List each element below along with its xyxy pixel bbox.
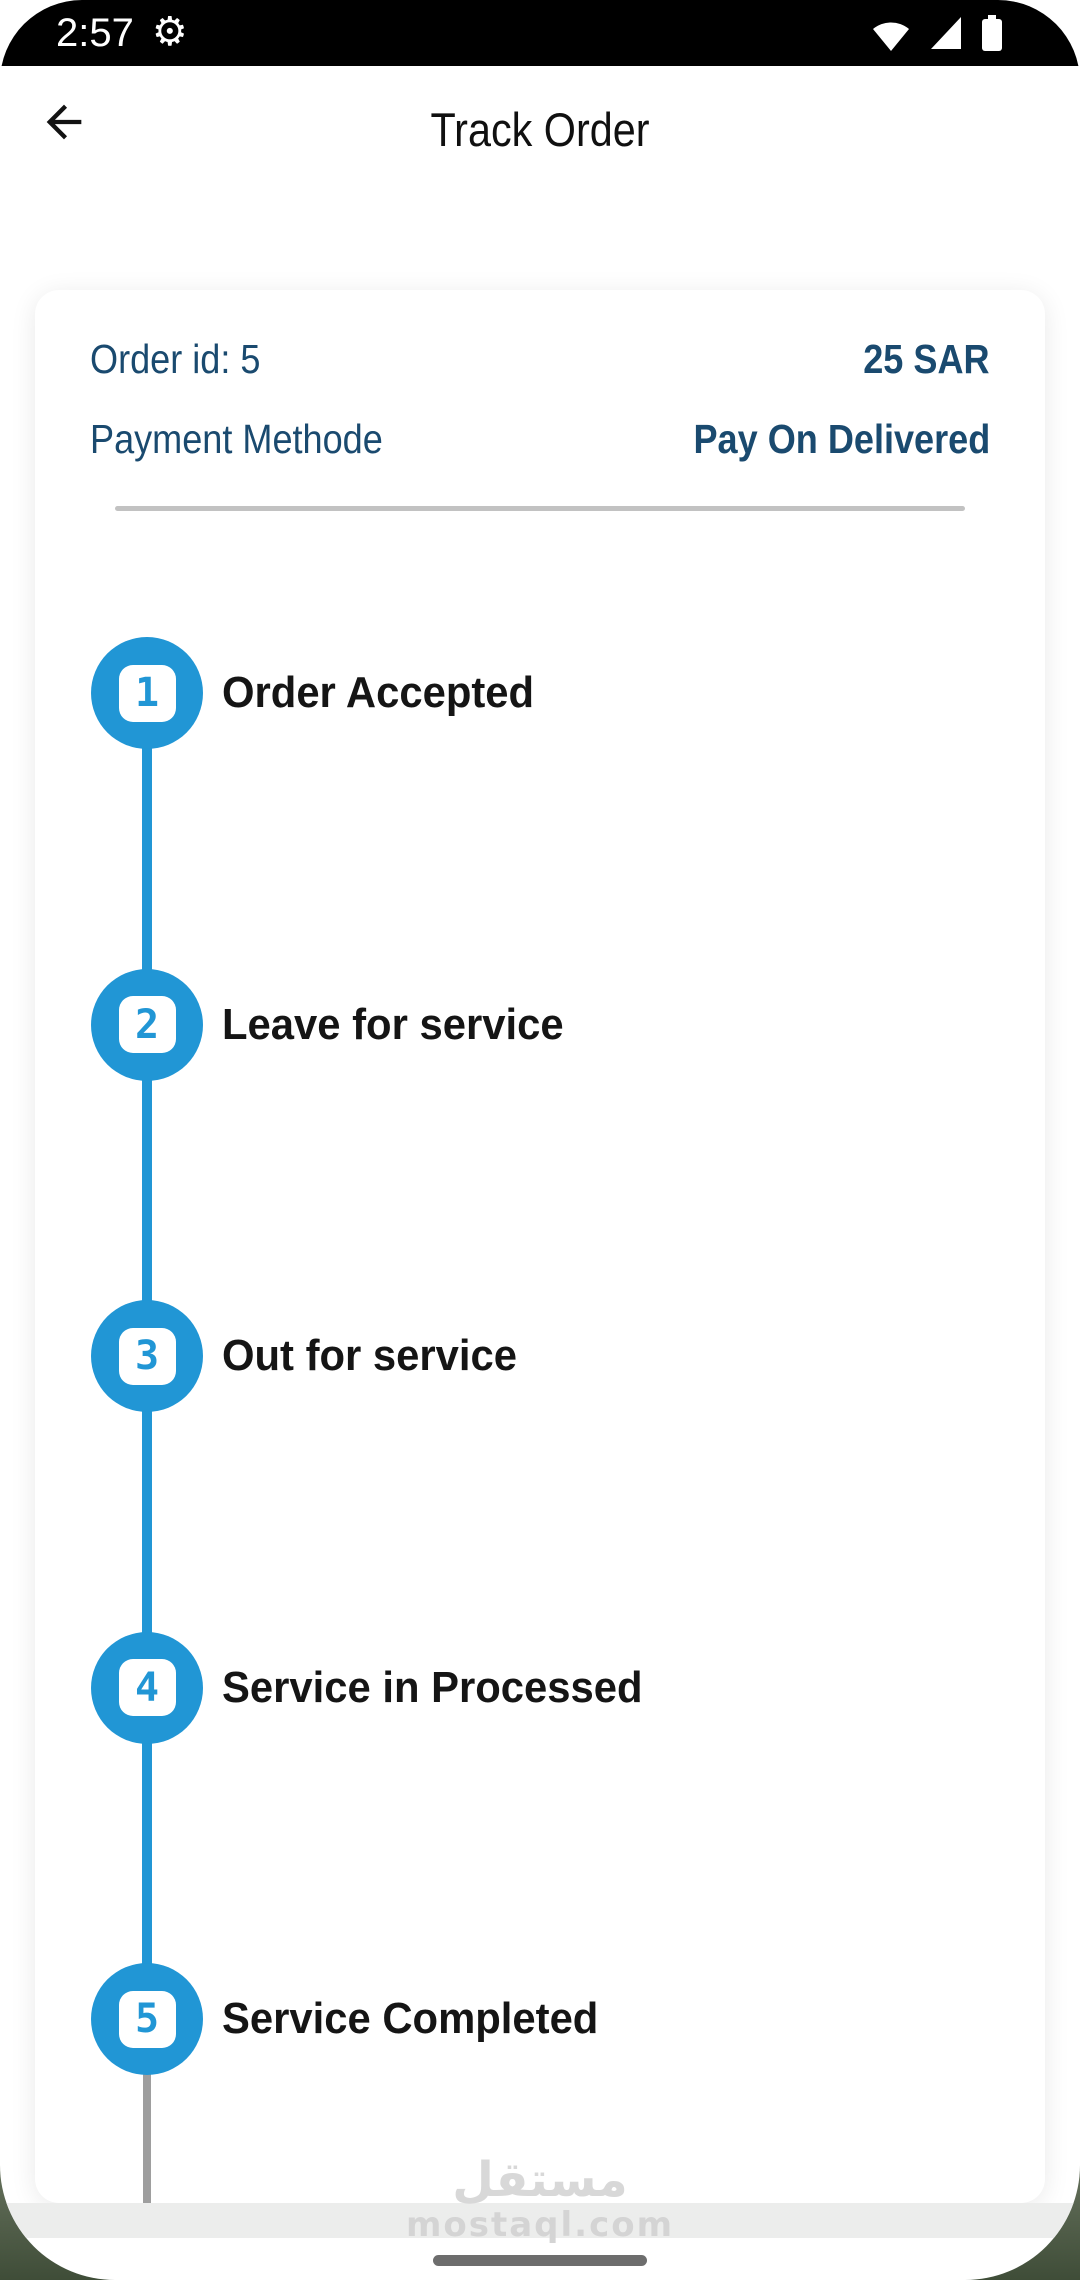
wifi-icon (870, 13, 912, 53)
step-number-badge: 1 (118, 664, 176, 722)
bottom-band (0, 2203, 1080, 2238)
card-divider (115, 506, 965, 511)
timeline-line-pending (143, 2019, 151, 2203)
step-label: Out for service (222, 1331, 518, 1380)
order-id-row: Order id: 5 25 SAR (90, 336, 990, 382)
step-label: Leave for service (222, 999, 564, 1049)
step-number: 2 (134, 1001, 160, 1048)
step-label: Service in Processed (222, 1662, 643, 1712)
timeline-step: 4 Service in Processed (35, 1631, 1045, 1744)
cellular-signal-icon (928, 13, 964, 53)
timeline-step: 1 Order Accepted (35, 637, 1045, 749)
order-id-label: Order id: 5 (90, 336, 261, 382)
step-circle: 2 (91, 968, 203, 1081)
timeline-step: 5 Service Completed (35, 1963, 1045, 2075)
status-icons (870, 13, 1004, 53)
home-indicator[interactable] (433, 2255, 647, 2266)
status-bar: 2:57 ⚙ (0, 0, 1080, 66)
order-summary: Order id: 5 25 SAR Payment Methode Pay O… (35, 290, 1045, 511)
arrow-left-icon (38, 104, 90, 151)
order-card: Order id: 5 25 SAR Payment Methode Pay O… (35, 290, 1045, 2203)
gear-icon: ⚙ (151, 9, 188, 55)
step-number-badge: 4 (118, 1659, 176, 1716)
payment-method-value: Pay On Delivered (693, 416, 990, 462)
status-time: 2:57 (56, 10, 134, 55)
step-number: 4 (134, 1664, 160, 1711)
back-button[interactable] (38, 96, 90, 148)
battery-icon (980, 13, 1004, 53)
step-circle: 4 (91, 1631, 203, 1744)
page-title: Track Order (430, 103, 650, 156)
order-timeline: 1 Order Accepted 2 Leave for service 3 O… (35, 290, 1045, 2203)
timeline-step: 2 Leave for service (35, 968, 1045, 1081)
timeline-step: 3 Out for service (35, 1300, 1045, 1412)
step-label: Service Completed (222, 1994, 599, 2043)
step-number: 1 (134, 670, 160, 716)
payment-method-label: Payment Methode (90, 416, 383, 462)
step-number: 5 (134, 1996, 160, 2042)
step-number-badge: 2 (118, 996, 176, 1053)
payment-row: Payment Methode Pay On Delivered (90, 416, 990, 462)
order-amount: 25 SAR (863, 336, 990, 382)
step-circle: 1 (91, 637, 203, 749)
step-label: Order Accepted (222, 668, 535, 717)
step-circle: 3 (91, 1300, 203, 1412)
step-circle: 5 (91, 1963, 203, 2075)
step-number: 3 (134, 1333, 160, 1379)
step-number-badge: 3 (118, 1327, 176, 1385)
step-number-badge: 5 (118, 1990, 176, 2048)
